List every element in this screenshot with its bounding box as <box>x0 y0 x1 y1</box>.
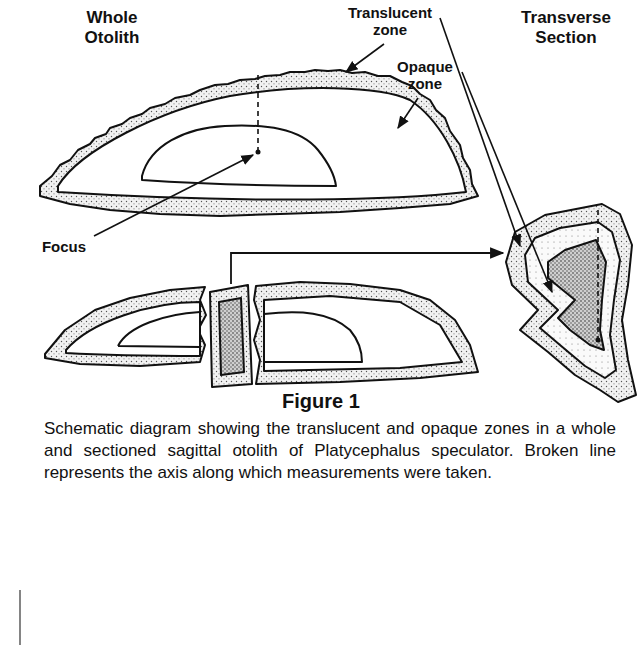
frame-line <box>19 590 20 645</box>
figure-caption: Schematic diagram showing the translucen… <box>44 418 616 484</box>
zone-label: Translucent zone <box>348 4 432 39</box>
figure-part-label: Transverse Section <box>521 8 611 47</box>
figure-part-label: Whole Otolith <box>85 8 140 47</box>
leader-lines <box>94 18 552 292</box>
broken-otolith <box>45 282 478 387</box>
section-arrow <box>231 253 503 284</box>
focus-label: Focus <box>42 238 86 255</box>
transverse-section <box>506 204 636 402</box>
figure-title: Figure 1 <box>0 390 642 413</box>
zone-label: Opaque zone <box>397 58 453 93</box>
